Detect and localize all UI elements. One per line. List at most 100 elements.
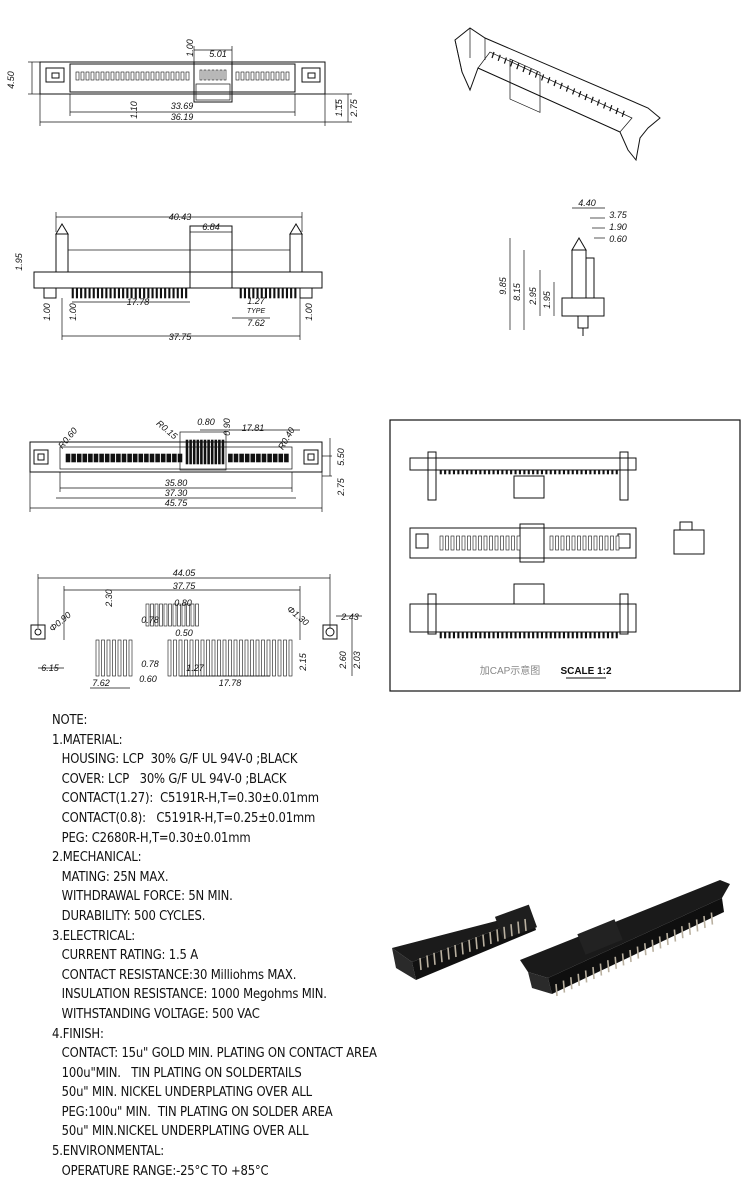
contact-pin: [562, 980, 566, 993]
front-dim-0: 40.43: [169, 212, 192, 222]
bottom-dim-2: R0.15: [155, 418, 181, 442]
solder-tail: [290, 287, 293, 299]
note-line: 4.FINISH:: [52, 1026, 104, 1042]
pcb-pad: [101, 639, 105, 677]
solder-tail: [109, 287, 112, 299]
solder-tail: [488, 631, 491, 639]
solder-tail: [589, 469, 592, 475]
solder-tail: [496, 469, 500, 475]
contact-pin: [185, 71, 190, 81]
top-dim-4: 33.69: [171, 101, 194, 111]
scale-label: SCALE 1:2: [560, 666, 612, 677]
front-dim-5: 1.27: [247, 296, 266, 306]
contact-pin: [260, 71, 265, 81]
solder-tail: [527, 631, 530, 639]
contact-pin: [80, 71, 85, 81]
contact-pin: [577, 535, 581, 551]
contact-pin: [695, 919, 699, 932]
pcb-pad: [123, 639, 127, 677]
contact-pin: [196, 439, 200, 465]
contact-pin: [177, 453, 183, 463]
contact-pin: [497, 54, 501, 61]
contact-pin: [710, 912, 714, 925]
solder-tail: [606, 469, 610, 475]
pcb-pad: [272, 639, 276, 677]
contact-pin: [578, 91, 582, 98]
contact-pin: [517, 921, 520, 934]
solder-tail: [172, 287, 175, 299]
contact-pin: [207, 439, 210, 465]
contact-pin: [461, 942, 464, 955]
solder-tail: [562, 469, 566, 475]
pcb-dim-15: 7.62: [92, 678, 110, 688]
pcb-pad: [150, 603, 154, 627]
contact-pin: [468, 939, 471, 952]
solder-tail: [558, 469, 561, 475]
contact-pin: [614, 956, 617, 969]
pcb-pad: [172, 603, 177, 627]
solder-tail: [518, 631, 522, 639]
pcb-pad: [283, 639, 287, 677]
pcb-dim-8: 0.50: [175, 628, 193, 638]
solder-tail: [611, 469, 614, 475]
contact-pin: [145, 71, 150, 81]
pcb-pad: [181, 603, 186, 627]
solder-tail: [239, 287, 242, 299]
contact-pin: [510, 924, 513, 937]
contact-pin: [510, 60, 514, 67]
note-line: INSULATION RESISTANCE: 1000 Megohms MIN.: [61, 987, 327, 1003]
contact-pin: [90, 71, 95, 81]
contact-pin: [223, 69, 227, 81]
solder-tail: [457, 469, 460, 475]
front-dim-3: 1.00: [42, 303, 52, 321]
contact-pin: [688, 922, 691, 935]
solder-tail: [248, 287, 251, 299]
front-dim-9: 1.00: [304, 303, 314, 321]
contact-pin: [125, 71, 130, 81]
solder-tail: [510, 469, 513, 475]
solder-tail: [606, 631, 610, 639]
contact-pin: [140, 71, 145, 81]
solder-tail: [514, 469, 517, 475]
front-dim-6: TYPE: [247, 308, 266, 315]
solder-tail: [470, 469, 473, 475]
solder-tail: [549, 469, 552, 475]
contact-pin: [93, 453, 99, 463]
cap-illustration-box: 加CAP示意图 SCALE 1:2: [389, 419, 741, 692]
contact-pin: [211, 69, 215, 81]
contact-pin: [99, 453, 104, 463]
contact-pin: [75, 71, 80, 81]
note-line: CONTACT(0.8): C5191R-H,T=0.25±0.01mm: [61, 810, 316, 826]
contact-pin: [82, 453, 88, 463]
note-line: WITHSTANDING VOLTAGE: 500 VAC: [61, 1006, 260, 1022]
contact-pin: [100, 71, 105, 81]
pcb-dim-14: 2.03: [352, 651, 362, 670]
solder-tail: [92, 287, 95, 299]
pcb-pad: [178, 639, 183, 677]
pcb-pad: [266, 639, 271, 677]
contact-pin: [233, 453, 239, 463]
solder-tail: [540, 631, 544, 639]
contact-pin: [651, 939, 654, 952]
solder-tail: [281, 287, 284, 299]
solder-tail: [444, 469, 447, 475]
contact-pin: [239, 453, 244, 463]
contact-pin: [553, 79, 557, 87]
solder-tail: [615, 631, 618, 639]
solder-tail: [147, 287, 150, 299]
solder-tail: [554, 631, 557, 639]
contact-pin: [261, 453, 267, 463]
contact-pin: [621, 110, 625, 117]
solder-tail: [505, 469, 508, 475]
bottom-view-drawing: 0.80 0.90 R0.15 17.81 R0.60 R0.40 5.50 2…: [29, 417, 346, 512]
pcb-pad: [228, 639, 232, 677]
solder-tail: [243, 287, 246, 299]
note-line: 50u" MIN.NICKEL UNDERPLATING OVER ALL: [61, 1124, 309, 1140]
pcb-dim-12: 2.15: [298, 652, 308, 672]
contact-pin: [235, 71, 240, 81]
solder-tail: [567, 631, 570, 639]
solder-tail: [510, 631, 513, 639]
side-view-drawing: 4.40 3.75 1.90 0.60 9.85 8.15 2.95 1.95: [498, 198, 628, 336]
contact-pin: [483, 535, 488, 551]
